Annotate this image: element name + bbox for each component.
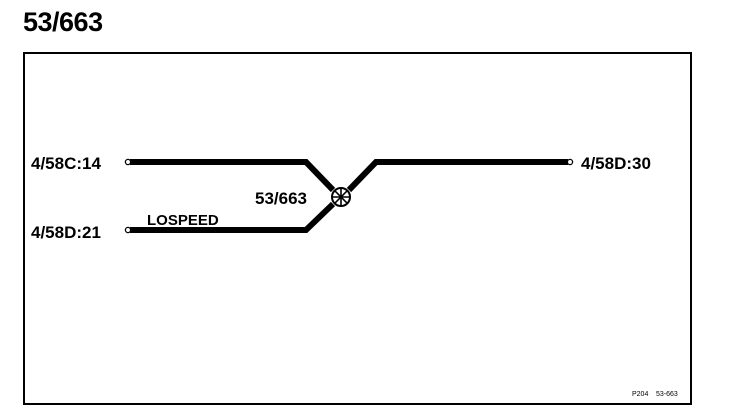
wire-left-bottom	[130, 201, 336, 233]
wire-label: LOSPEED	[147, 212, 219, 229]
wire-left-top	[130, 159, 336, 193]
page-title: 53/663	[23, 7, 103, 37]
connector-label-right: 4/58D:30	[581, 154, 651, 173]
connector-label-left-top: 4/58C:14	[31, 154, 101, 173]
footer-ref: P204	[632, 391, 648, 398]
wire-right	[346, 159, 568, 193]
terminal-left-bottom-icon	[124, 226, 132, 234]
connector-label-left-bottom: 4/58D:21	[31, 223, 101, 242]
footer-code: 53-663	[656, 391, 678, 398]
node-label: 53/663	[255, 189, 307, 208]
splice-node-icon	[331, 187, 351, 207]
terminal-right-icon	[566, 158, 574, 166]
terminal-left-top-icon	[124, 158, 132, 166]
diagram-frame	[23, 52, 692, 405]
